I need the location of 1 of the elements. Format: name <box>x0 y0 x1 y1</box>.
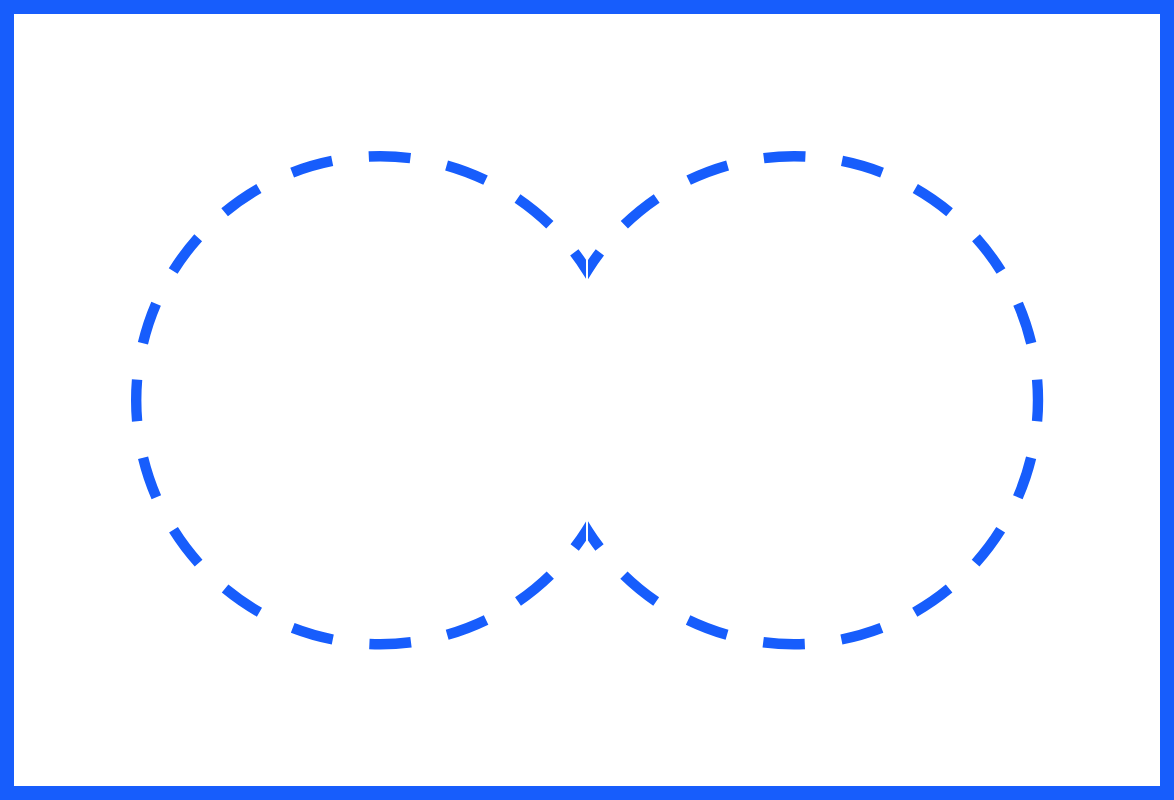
frame <box>0 0 1174 800</box>
